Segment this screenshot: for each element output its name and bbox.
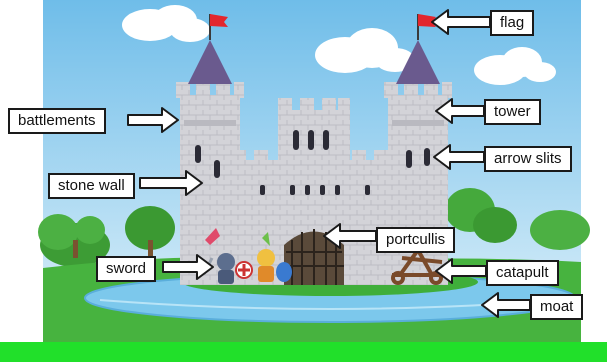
label-battlements: battlements bbox=[8, 108, 106, 134]
label-catapult: catapult bbox=[486, 260, 559, 286]
label-portcullis: portcullis bbox=[376, 227, 456, 253]
label-arrow-slits: arrow slits bbox=[484, 146, 572, 172]
right-roof bbox=[396, 40, 440, 84]
catapult-drawing bbox=[391, 248, 443, 285]
label-sword: sword bbox=[96, 256, 157, 282]
label-flag: flag bbox=[490, 10, 535, 36]
background-trees bbox=[38, 188, 590, 267]
knights bbox=[202, 228, 292, 284]
left-roof bbox=[188, 40, 232, 84]
label-tower: tower bbox=[484, 99, 541, 125]
keep-windows bbox=[260, 130, 370, 195]
left-flag bbox=[210, 14, 228, 27]
bottom-bar bbox=[0, 342, 607, 362]
label-stone-wall: stone wall bbox=[48, 173, 135, 199]
right-flag bbox=[418, 14, 436, 27]
clouds bbox=[122, 5, 556, 85]
label-arrows bbox=[127, 9, 531, 318]
label-moat: moat bbox=[530, 294, 584, 320]
